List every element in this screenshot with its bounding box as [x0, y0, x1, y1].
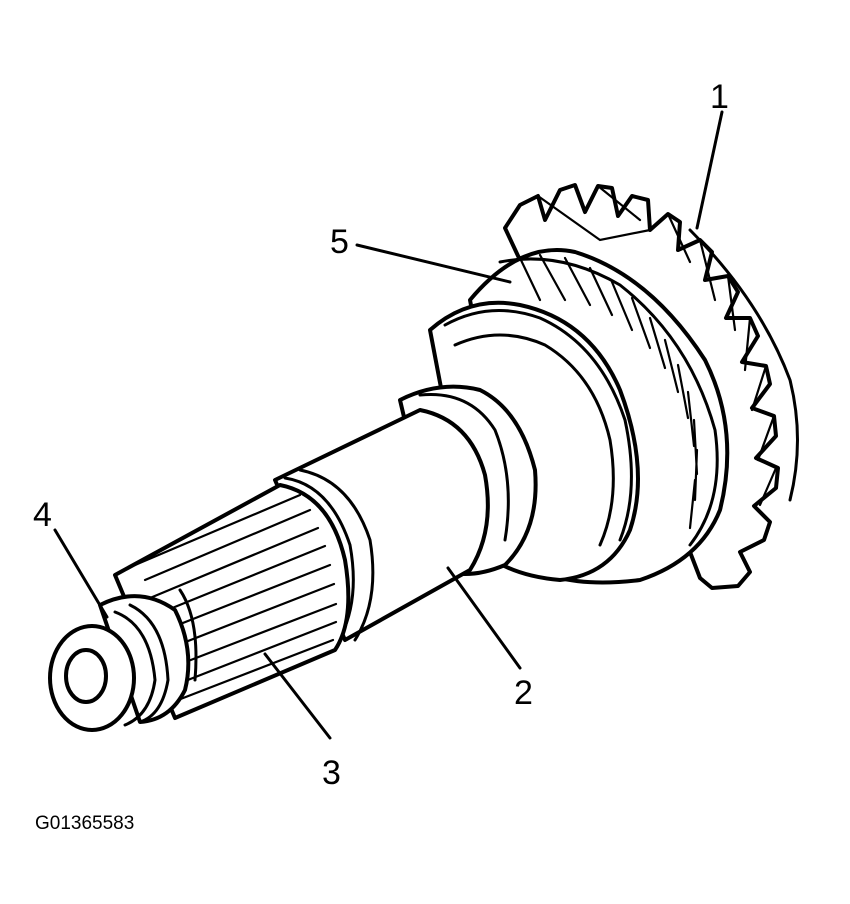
callout-5: 5 — [330, 223, 349, 261]
pilot-end — [48, 594, 191, 732]
leader-line-1 — [695, 110, 724, 230]
leader-lines — [53, 110, 724, 740]
callout-4: 4 — [33, 496, 52, 534]
leader-line-3 — [263, 652, 332, 740]
figure-id: G01365583 — [35, 813, 134, 834]
callout-2: 2 — [514, 674, 533, 712]
callout-3: 3 — [322, 754, 341, 792]
leader-line-5 — [355, 243, 512, 284]
callout-1: 1 — [710, 78, 729, 116]
leader-line-2 — [446, 566, 522, 670]
leader-line-4 — [53, 528, 109, 619]
